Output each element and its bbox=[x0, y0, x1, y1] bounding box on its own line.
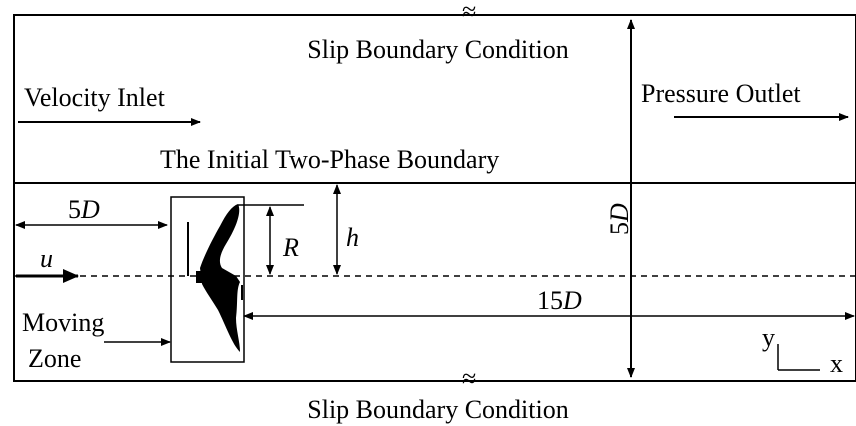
axis-x-label: x bbox=[830, 349, 843, 378]
two-phase-boundary-label: The Initial Two-Phase Boundary bbox=[160, 145, 499, 174]
moving-zone-label-line1: Moving bbox=[22, 308, 104, 337]
radius-label: R bbox=[282, 233, 299, 262]
svg-text:≈: ≈ bbox=[462, 0, 476, 26]
axis-y-label: y bbox=[762, 323, 775, 352]
outlet-distance-label: 15D bbox=[537, 286, 582, 315]
domain-boundary bbox=[13, 14, 856, 382]
body-tail bbox=[196, 271, 208, 283]
wavy-break-icon: ≈ bbox=[462, 0, 476, 26]
moving-zone-box bbox=[170, 196, 245, 363]
inlet-distance-label: 5D bbox=[68, 195, 100, 224]
moving-zone-label-line2: Zone bbox=[28, 344, 81, 373]
depth-label: h bbox=[346, 223, 359, 252]
svg-text:≈: ≈ bbox=[462, 364, 476, 393]
velocity-label: u bbox=[40, 244, 53, 273]
top-boundary-label: Slip Boundary Condition bbox=[307, 35, 568, 64]
domain-height-label: 5D bbox=[605, 203, 634, 235]
bottom-boundary-label: Slip Boundary Condition bbox=[307, 395, 568, 424]
velocity-inlet-label: Velocity Inlet bbox=[24, 83, 166, 112]
wavy-break-icon: ≈ bbox=[462, 364, 476, 393]
body-silhouette bbox=[200, 204, 240, 352]
coordinate-axes-icon bbox=[777, 344, 820, 371]
pressure-outlet-label: Pressure Outlet bbox=[641, 79, 801, 108]
